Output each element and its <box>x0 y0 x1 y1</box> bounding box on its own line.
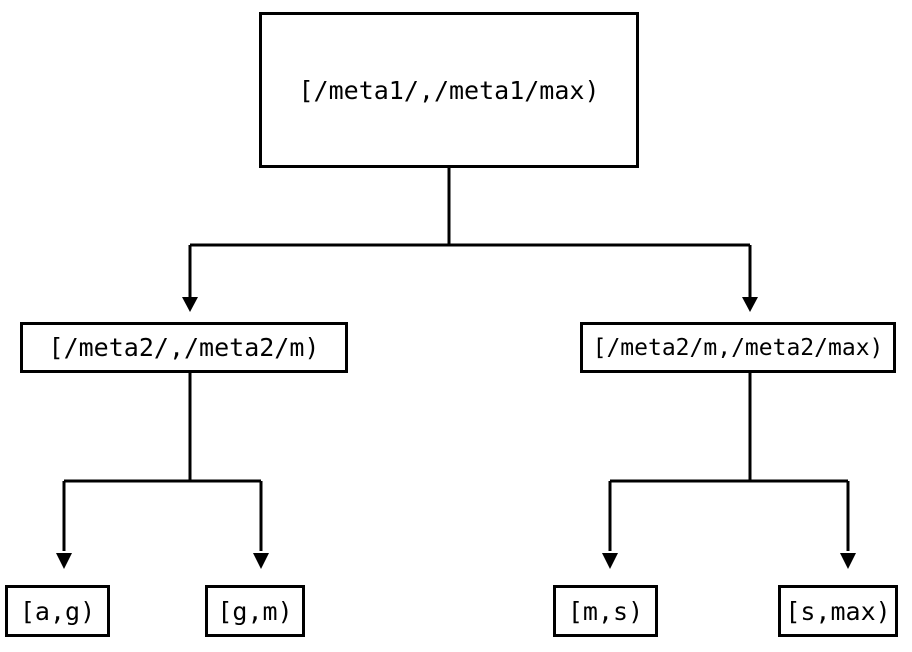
node-leaf-m-s[interactable]: [m,s) <box>553 585 658 637</box>
arrowhead-icon-leaf-ag <box>56 553 72 569</box>
node-label-root: [/meta1/,/meta1/max) <box>298 75 600 105</box>
node-label-meta2-high: [/meta2/m,/meta2/max) <box>592 334 884 361</box>
node-leaf-a-g[interactable]: [a,g) <box>5 585 110 637</box>
node-meta2-high[interactable]: [/meta2/m,/meta2/max) <box>580 322 896 373</box>
arrowhead-icon-leaf-smax <box>840 553 856 569</box>
node-label-leaf-m-s: [m,s) <box>567 596 644 626</box>
node-label-leaf-a-g: [a,g) <box>19 596 96 626</box>
node-label-meta2-low: [/meta2/,/meta2/m) <box>48 333 320 362</box>
node-label-leaf-g-m: [g,m) <box>217 596 293 626</box>
node-meta2-low[interactable]: [/meta2/,/meta2/m) <box>20 322 348 373</box>
arrowhead-icon-meta2-low <box>182 297 198 312</box>
node-root-meta1[interactable]: [/meta1/,/meta1/max) <box>259 12 639 168</box>
arrowhead-icon-leaf-ms <box>602 553 618 569</box>
node-label-leaf-s-max: [s,max) <box>785 596 891 626</box>
arrowhead-icon-meta2-high <box>742 297 758 312</box>
node-leaf-s-max[interactable]: [s,max) <box>778 585 898 637</box>
arrowhead-icon-leaf-gm <box>253 553 269 569</box>
node-leaf-g-m[interactable]: [g,m) <box>205 585 305 637</box>
